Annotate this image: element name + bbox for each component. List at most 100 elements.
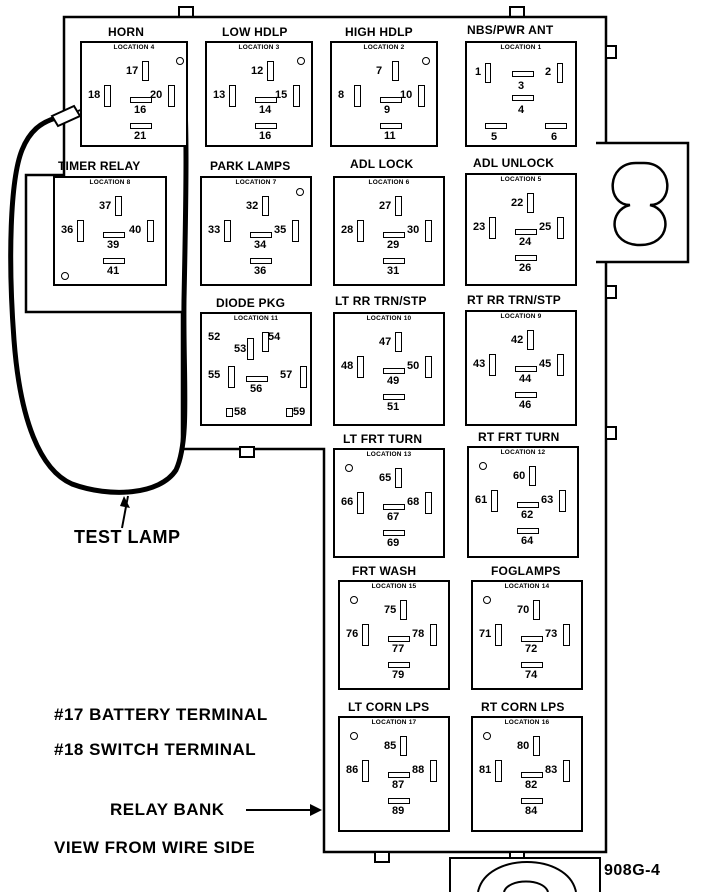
relay-title: HORN [108, 25, 145, 39]
relay-location: LOCATION 15 [371, 583, 417, 590]
pin-slot [224, 220, 231, 242]
pin-slot [380, 123, 402, 129]
pin-number: 58 [234, 406, 247, 418]
mount-hole-icon [350, 732, 358, 740]
relay-title: FRT WASH [352, 564, 417, 578]
pin-number: 44 [519, 373, 532, 385]
pin-number: 36 [61, 224, 74, 236]
pin-slot [383, 232, 405, 238]
pin-number: 42 [511, 334, 524, 346]
pin-number: 20 [150, 89, 163, 101]
pin-number: 67 [387, 511, 400, 523]
pin-number: 22 [511, 197, 524, 209]
pin-number: 39 [107, 239, 120, 251]
pin-number: 83 [545, 764, 558, 776]
pin-slot [250, 258, 272, 264]
relay-title: TIMER RELAY [58, 159, 141, 173]
pin-slot [557, 354, 564, 376]
pin-number: 53 [234, 343, 247, 355]
pin-number: 11 [384, 130, 396, 142]
pin-number: 68 [407, 496, 420, 508]
pin-number: 32 [246, 200, 259, 212]
pin-slot [425, 356, 432, 378]
relay-title: ADL UNLOCK [473, 156, 555, 170]
pin-slot [521, 772, 543, 778]
pin-slot [229, 85, 236, 107]
pin-number: 85 [384, 740, 397, 752]
relay-location: LOCATION 10 [366, 315, 412, 322]
pin-slot [489, 354, 496, 376]
relay-title: LOW HDLP [222, 25, 288, 39]
diode-terminal-icon [226, 408, 233, 417]
pin-number: 61 [475, 494, 488, 506]
pin-number: 43 [473, 358, 486, 370]
pin-slot [491, 490, 498, 512]
relay-location: LOCATION 12 [500, 449, 546, 456]
pin-slot [515, 255, 537, 261]
pin-number: 41 [107, 265, 120, 277]
pin-slot [103, 232, 125, 238]
pin-slot [262, 332, 269, 352]
pin-slot [521, 636, 543, 642]
pin-slot [357, 220, 364, 242]
pin-number: 45 [539, 358, 552, 370]
pin-number: 9 [384, 104, 391, 116]
relay-location: LOCATION 16 [504, 719, 550, 726]
pin-slot [489, 217, 496, 239]
pin-number: 88 [412, 764, 425, 776]
relay-title: RT FRT TURN [478, 430, 560, 444]
pin-slot [527, 330, 534, 350]
pin-slot [142, 61, 149, 81]
pin-slot [104, 85, 111, 107]
pin-number: 86 [346, 764, 359, 776]
pin-number: 46 [519, 399, 532, 411]
relay-location: LOCATION 8 [89, 179, 131, 186]
pin-number: 89 [392, 805, 405, 817]
pin-slot [395, 468, 402, 488]
pin-slot [430, 760, 437, 782]
pin-slot [418, 85, 425, 107]
mount-hole-icon [176, 57, 184, 65]
pin-number: 6 [551, 131, 558, 143]
pin-number: 79 [392, 669, 405, 681]
pin-slot [77, 220, 84, 242]
pin-slot [425, 492, 432, 514]
pin-slot [383, 258, 405, 264]
pin-number: 30 [407, 224, 420, 236]
mount-hole-icon [350, 596, 358, 604]
pin-slot [388, 662, 410, 668]
pin-slot [527, 193, 534, 213]
relay-location: LOCATION 11 [233, 315, 279, 322]
pin-number: 74 [525, 669, 538, 681]
pin-number: 62 [521, 509, 534, 521]
relay-location: LOCATION 5 [500, 176, 542, 183]
pin-number: 87 [392, 779, 405, 791]
pin-slot [293, 85, 300, 107]
pin-slot [515, 392, 537, 398]
pin-number: 15 [275, 89, 288, 101]
pin-slot [395, 196, 402, 216]
pin-slot [357, 492, 364, 514]
pin-number: 66 [341, 496, 354, 508]
pin-slot [228, 366, 235, 388]
pin-number: 73 [545, 628, 558, 640]
relay-title: FOGLAMPS [491, 564, 561, 578]
pin-slot [521, 662, 543, 668]
battery-terminal-note: #17 BATTERY TERMINAL [54, 705, 268, 724]
relay-location: LOCATION 14 [504, 583, 550, 590]
pin-number: 64 [521, 535, 534, 547]
pin-number: 54 [268, 331, 281, 343]
pin-slot [485, 63, 491, 83]
pin-slot [388, 798, 410, 804]
pin-slot [292, 220, 299, 242]
relay-title: HIGH HDLP [345, 25, 413, 39]
pin-slot [521, 798, 543, 804]
